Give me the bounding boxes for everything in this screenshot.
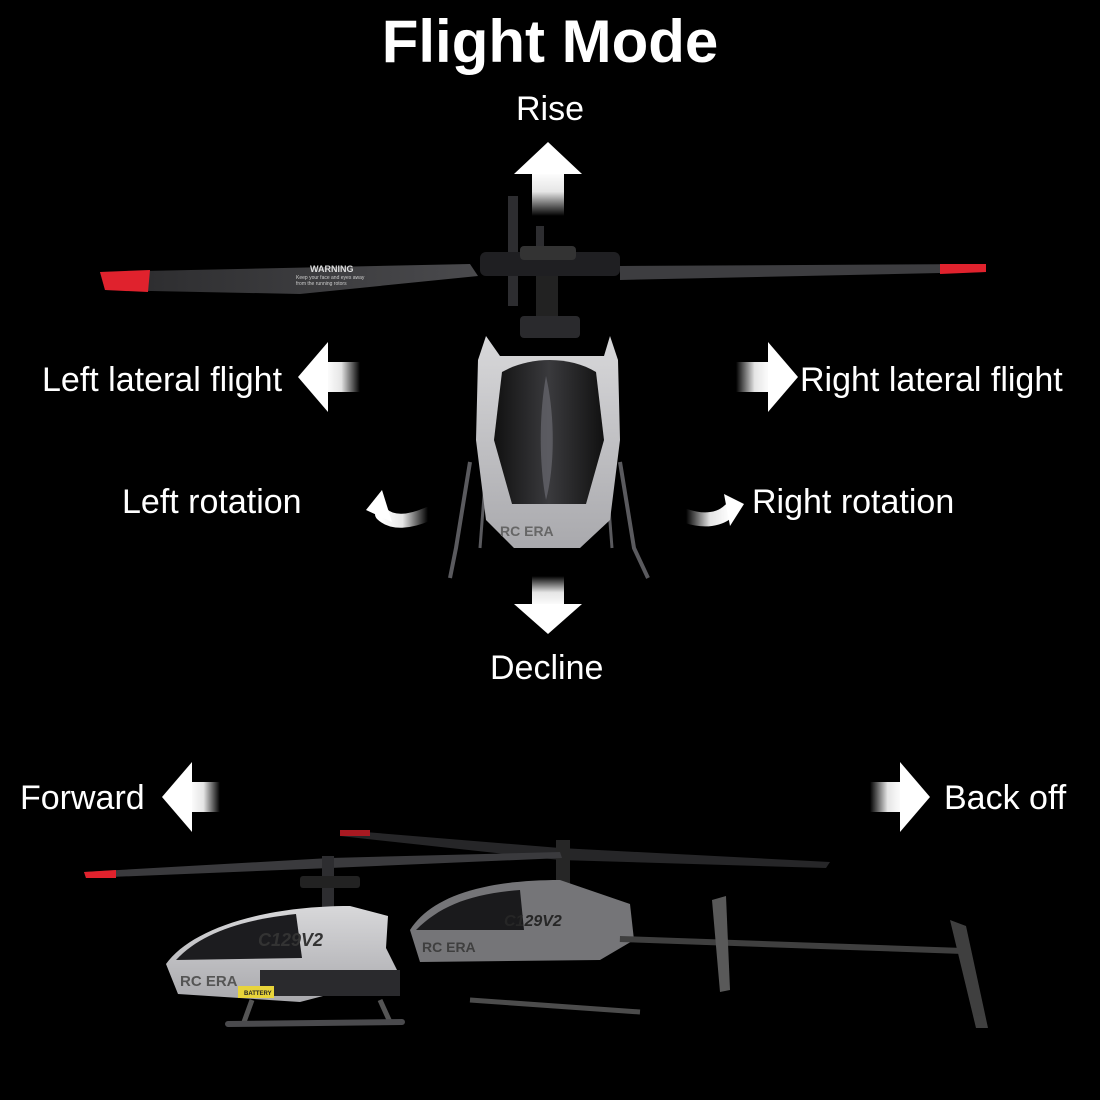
left-lateral-flight-label: Left lateral flight — [42, 361, 283, 399]
warning-decal-title: WARNING — [310, 264, 354, 274]
right-lateral-flight-label: Right lateral flight — [800, 361, 1063, 399]
left-rotation-arrow-icon — [366, 490, 435, 528]
back-model-decal: C129V2 — [504, 913, 562, 930]
helicopter-front-view: WARNING Keep your face and eyes away fro… — [100, 196, 986, 579]
helicopter-side-view-front: BATTERY RC ERA C129V2 — [84, 852, 562, 1027]
front-side-model-decal: C129V2 — [258, 930, 323, 950]
right-lateral-arrow-icon — [736, 342, 798, 412]
front-brand-decal: RC ERA — [500, 523, 554, 539]
helicopter-side-view-back: RC ERA C129V2 — [340, 830, 988, 1028]
decline-label: Decline — [490, 649, 604, 687]
right-rotation-label: Right rotation — [752, 483, 955, 521]
rise-arrow-icon — [514, 142, 582, 216]
front-side-brand-decal: RC ERA — [180, 973, 238, 990]
back-brand-decal: RC ERA — [422, 939, 476, 955]
back-off-label: Back off — [944, 779, 1067, 817]
left-rotation-label: Left rotation — [122, 483, 302, 521]
left-lateral-arrow-icon — [298, 342, 360, 412]
right-rotation-arrow-icon — [679, 494, 744, 527]
warning-decal-line1: Keep your face and eyes away — [296, 275, 365, 281]
page-title: Flight Mode — [381, 8, 719, 75]
back-off-arrow-icon — [870, 762, 930, 832]
rise-label: Rise — [516, 90, 585, 128]
forward-arrow-icon — [162, 762, 220, 832]
forward-label: Forward — [20, 779, 145, 817]
warning-decal-line2: from the running rotors — [296, 281, 347, 287]
decline-arrow-icon — [514, 576, 582, 634]
battery-decal: BATTERY — [244, 991, 272, 997]
